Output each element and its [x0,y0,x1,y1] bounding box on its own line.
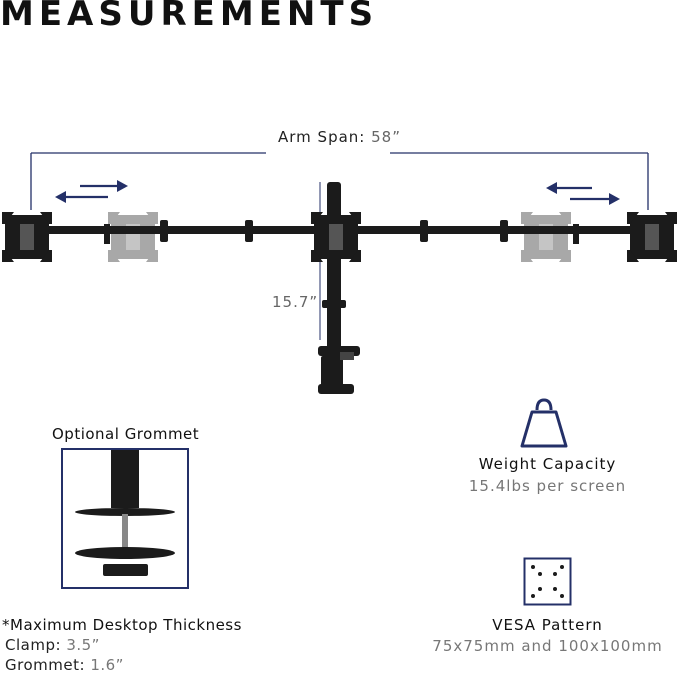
vesa-pattern-title: VESA Pattern [492,616,603,634]
clamp-value: 3.5” [66,636,100,654]
vesa-plate-left [2,212,52,262]
slide-arrows-left [55,180,128,203]
height-value: 15.7” [272,293,319,311]
thickness-title: *Maximum Desktop Thickness [2,616,242,634]
grommet-row: Grommet: 1.6” [2,655,242,675]
grommet-title: Optional Grommet [52,425,200,443]
arm-span-label: Arm Span: 58” [0,128,679,146]
arm-span-text: Arm Span: [278,128,366,146]
grommet-value: 1.6” [90,656,124,674]
page-title: MEASUREMENTS [0,0,379,34]
weight-icon [520,398,568,448]
clamp-row: Clamp: 3.5” [2,635,242,655]
grommet-illustration [75,450,175,576]
ghost-plate-right [521,212,571,262]
arm-span-bracket [30,152,649,210]
grommet-image-box [61,448,189,589]
slide-arrows-right [546,182,620,205]
desktop-thickness-notes: *Maximum Desktop Thickness Clamp: 3.5” G… [2,615,242,675]
monitor-mount-diagram [2,152,677,394]
vesa-plate-right [627,212,677,262]
clamp-label: Clamp: [5,636,62,654]
vesa-plate-center [311,212,361,262]
weight-capacity-value: 15.4lbs per screen [468,477,627,495]
vesa-pattern-value: 75x75mm and 100x100mm [432,637,663,655]
ghost-plate-left [108,212,158,262]
grommet-label: Grommet: [5,656,86,674]
arm-span-value: 58” [371,128,401,146]
weight-capacity-title: Weight Capacity [478,455,617,473]
vesa-pattern-icon [523,557,572,606]
